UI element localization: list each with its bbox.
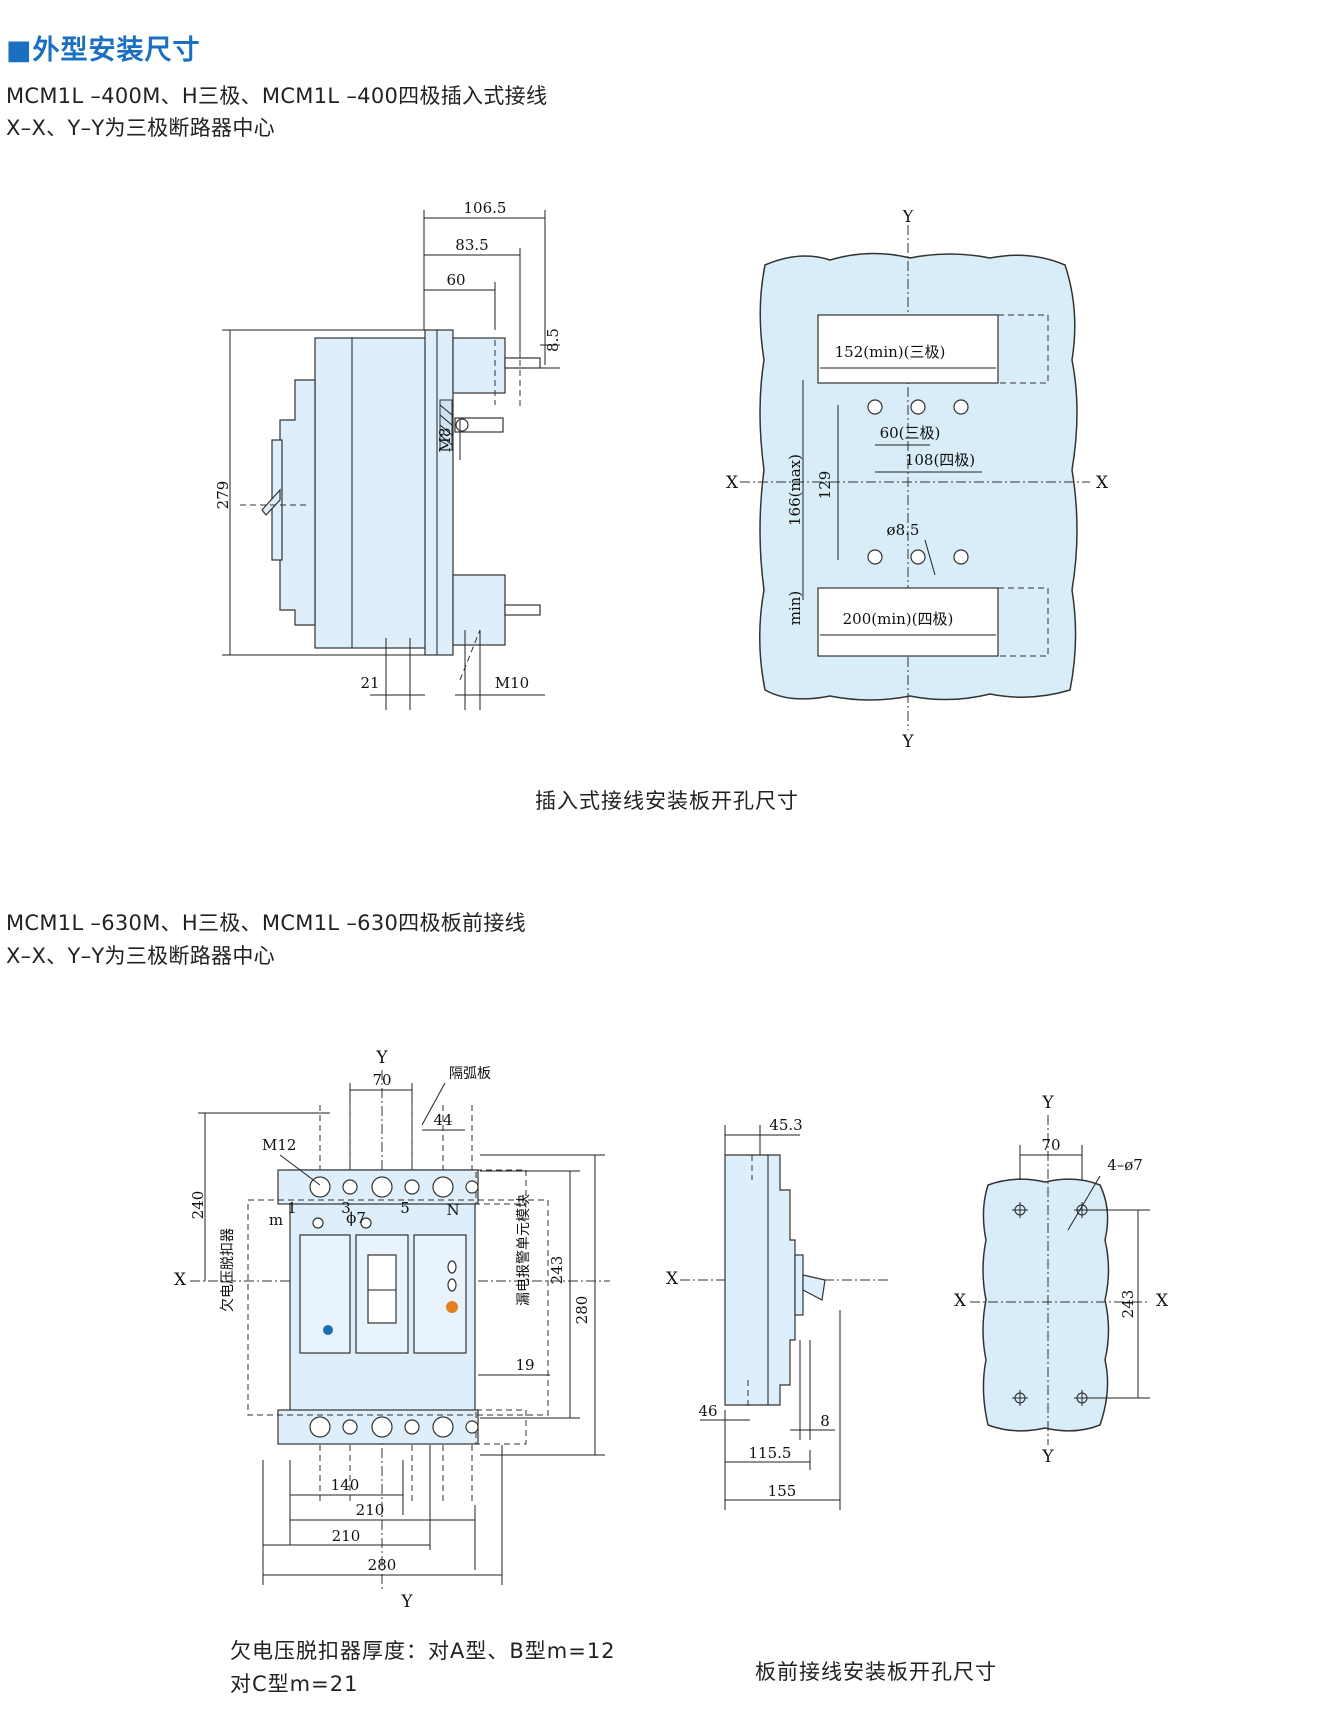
dim-min: min) — [786, 591, 804, 626]
front-y-top: Y — [375, 1048, 388, 1068]
pole-5: 5 — [400, 1199, 410, 1217]
dim-279: 279 — [214, 481, 232, 510]
side2-dim-8: 8 — [820, 1412, 830, 1430]
pole-1: 1 — [287, 1199, 297, 1217]
front-dim-280: 280 — [368, 1556, 397, 1574]
front-dim-243: 243 — [548, 1256, 566, 1285]
diagram2-plate-view: Y Y X X 70 4–ø7 243 — [954, 1093, 1169, 1467]
dim-152-min: 152(min)(三极) — [835, 343, 946, 361]
dim-129: 129 — [816, 471, 834, 500]
dim-200-min: 200(min)(四极) — [843, 610, 954, 628]
diagram1-caption: 插入式接线安装板开孔尺寸 — [535, 789, 799, 813]
plate2-dim-70: 70 — [1041, 1136, 1060, 1154]
center-note-1: X–X、Y–Y为三极断路器中心 — [6, 116, 275, 140]
arc-board-label: 隔弧板 — [449, 1066, 491, 1082]
diagram2-front-view: Y Y X 70 隔弧板 240 M12 44 1 3 5 N ϕ7 — [174, 1048, 610, 1612]
front-dim-240: 240 — [189, 1191, 207, 1220]
side2-dim-115-5: 115.5 — [749, 1444, 792, 1462]
m12-label: M12 — [262, 1136, 296, 1154]
model-line-2: MCM1L –630M、H三极、MCM1L –630四极板前接线 — [6, 911, 526, 935]
pole-3: 3 — [341, 1199, 351, 1217]
plate1-y-top: Y — [901, 210, 914, 227]
model-line-1: MCM1L –400M、H三极、MCM1L –400四极插入式接线 — [6, 84, 548, 108]
dim-8-5: 8.5 — [544, 328, 562, 352]
plate1-x-right: X — [1096, 473, 1109, 493]
dim-m10: M10 — [495, 674, 529, 692]
plate2-y-top: Y — [1041, 1093, 1054, 1113]
plate1-x-left: X — [726, 473, 739, 493]
dim-60-three-pole: 60(三极) — [880, 424, 941, 442]
front-dim-280-vertical: 280 — [573, 1296, 591, 1325]
m-label: m — [269, 1211, 283, 1229]
plate2-y-bottom: Y — [1041, 1447, 1054, 1467]
front-dim-210-b: 210 — [332, 1527, 361, 1545]
diagram2-side-view: X 45.3 46 8 115.5 155 — [666, 1116, 890, 1510]
dim-60: 60 — [446, 271, 465, 289]
side2-dim-46: 46 — [698, 1402, 717, 1420]
undervoltage-note-2: 对C型m=21 — [230, 1672, 359, 1696]
side2-x-left: X — [666, 1269, 679, 1289]
plate1-y-bottom: Y — [901, 732, 914, 750]
pole-n: N — [446, 1201, 459, 1219]
center-note-2: X–X、Y–Y为三极断路器中心 — [6, 944, 275, 968]
dim-21: 21 — [360, 674, 379, 692]
dim-106-5: 106.5 — [464, 199, 507, 217]
front-dim-210-a: 210 — [356, 1501, 385, 1519]
phi7-label: ϕ7 — [346, 1209, 366, 1227]
undervoltage-release-label: 欠电压脱扣器 — [220, 1228, 236, 1312]
front-dim-140: 140 — [331, 1476, 360, 1494]
diagram1-plate-view: Y Y X X 152(min)(三极) 60(三极) 108(四极) 166(… — [726, 210, 1109, 750]
diagram1-side-view: 106.5 83.5 60 279 8.5 M8 21 M10 — [214, 199, 562, 710]
dim-108-four-pole: 108(四极) — [905, 451, 975, 469]
side2-dim-45-3: 45.3 — [769, 1116, 802, 1134]
section-heading: ■外型安装尺寸 — [6, 35, 201, 66]
plate2-x-right: X — [1156, 1291, 1169, 1311]
front-dim-44: 44 — [433, 1111, 452, 1129]
leakage-alarm-label: 漏电报警单元模块 — [516, 1194, 532, 1306]
side2-dim-155: 155 — [768, 1482, 797, 1500]
dim-166-max: 166(max) — [786, 454, 804, 526]
front-x-left: X — [174, 1270, 187, 1290]
front-y-bottom: Y — [400, 1592, 413, 1612]
plate2-x-left: X — [954, 1291, 967, 1311]
plate2-dim-243: 243 — [1119, 1290, 1137, 1319]
diagram2-caption: 板前接线安装板开孔尺寸 — [755, 1660, 997, 1684]
front-dim-19: 19 — [515, 1356, 534, 1374]
dim-83-5: 83.5 — [455, 236, 488, 254]
front-dim-70: 70 — [372, 1071, 391, 1089]
undervoltage-note-1: 欠电压脱扣器厚度：对A型、B型m=12 — [230, 1639, 616, 1663]
dim-phi-8-5: ø8.5 — [887, 521, 920, 539]
plate2-holes-label: 4–ø7 — [1107, 1156, 1143, 1174]
dim-m8: M8 — [436, 428, 454, 453]
